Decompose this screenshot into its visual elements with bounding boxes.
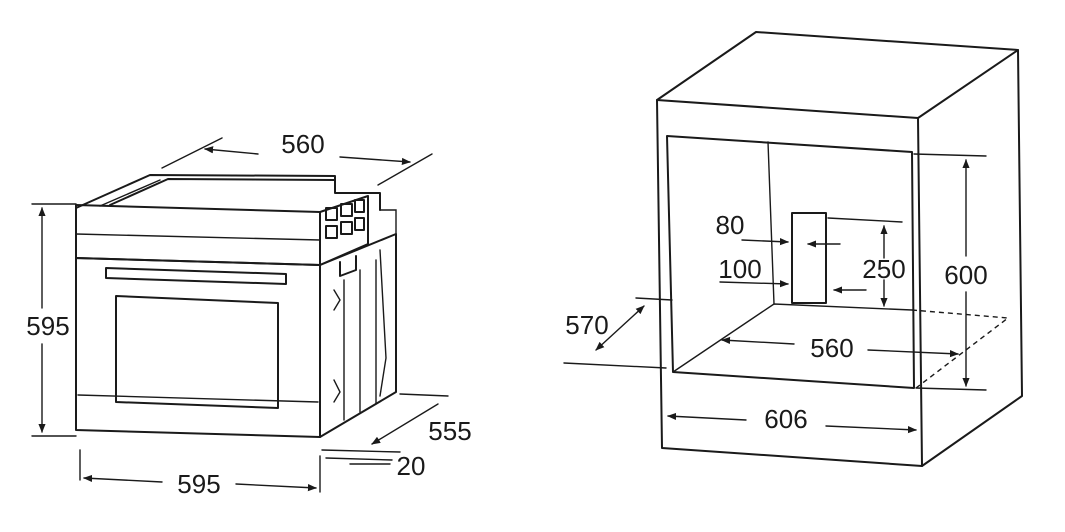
oven-width-front-label: 595 bbox=[177, 469, 220, 499]
oven-drawing bbox=[75, 174, 397, 438]
cabinet-outer-box bbox=[656, 31, 1023, 467]
oven-width-top-label: 560 bbox=[281, 129, 324, 159]
oven-door-thickness-label: 20 bbox=[397, 451, 426, 481]
oven-height-label: 595 bbox=[26, 311, 69, 341]
vent-height-label: 250 bbox=[862, 254, 905, 284]
niche-height-label: 600 bbox=[944, 260, 987, 290]
oven-depth-label: 555 bbox=[428, 416, 471, 446]
cabinet-dimensions: 80 100 250 600 570 560 606 bbox=[563, 153, 988, 434]
oven-body-side bbox=[319, 233, 397, 438]
niche-depth-label: 570 bbox=[565, 310, 608, 340]
cabinet-vent-slot bbox=[791, 212, 827, 304]
oven-door-window bbox=[115, 295, 279, 409]
oven-top-panel bbox=[109, 178, 336, 206]
cabinet-niche bbox=[666, 135, 915, 389]
oven-side-vent bbox=[319, 195, 369, 277]
oven-door-handle bbox=[105, 267, 287, 285]
oven-dimensions: 560 595 595 555 20 bbox=[26, 129, 471, 499]
niche-width-label: 560 bbox=[810, 333, 853, 363]
oven-top-surface bbox=[75, 174, 381, 211]
cabinet-drawing bbox=[656, 31, 1023, 467]
cabinet-width-label: 606 bbox=[764, 404, 807, 434]
vent-offset-label: 100 bbox=[718, 254, 761, 284]
vent-width-label: 80 bbox=[716, 210, 745, 240]
